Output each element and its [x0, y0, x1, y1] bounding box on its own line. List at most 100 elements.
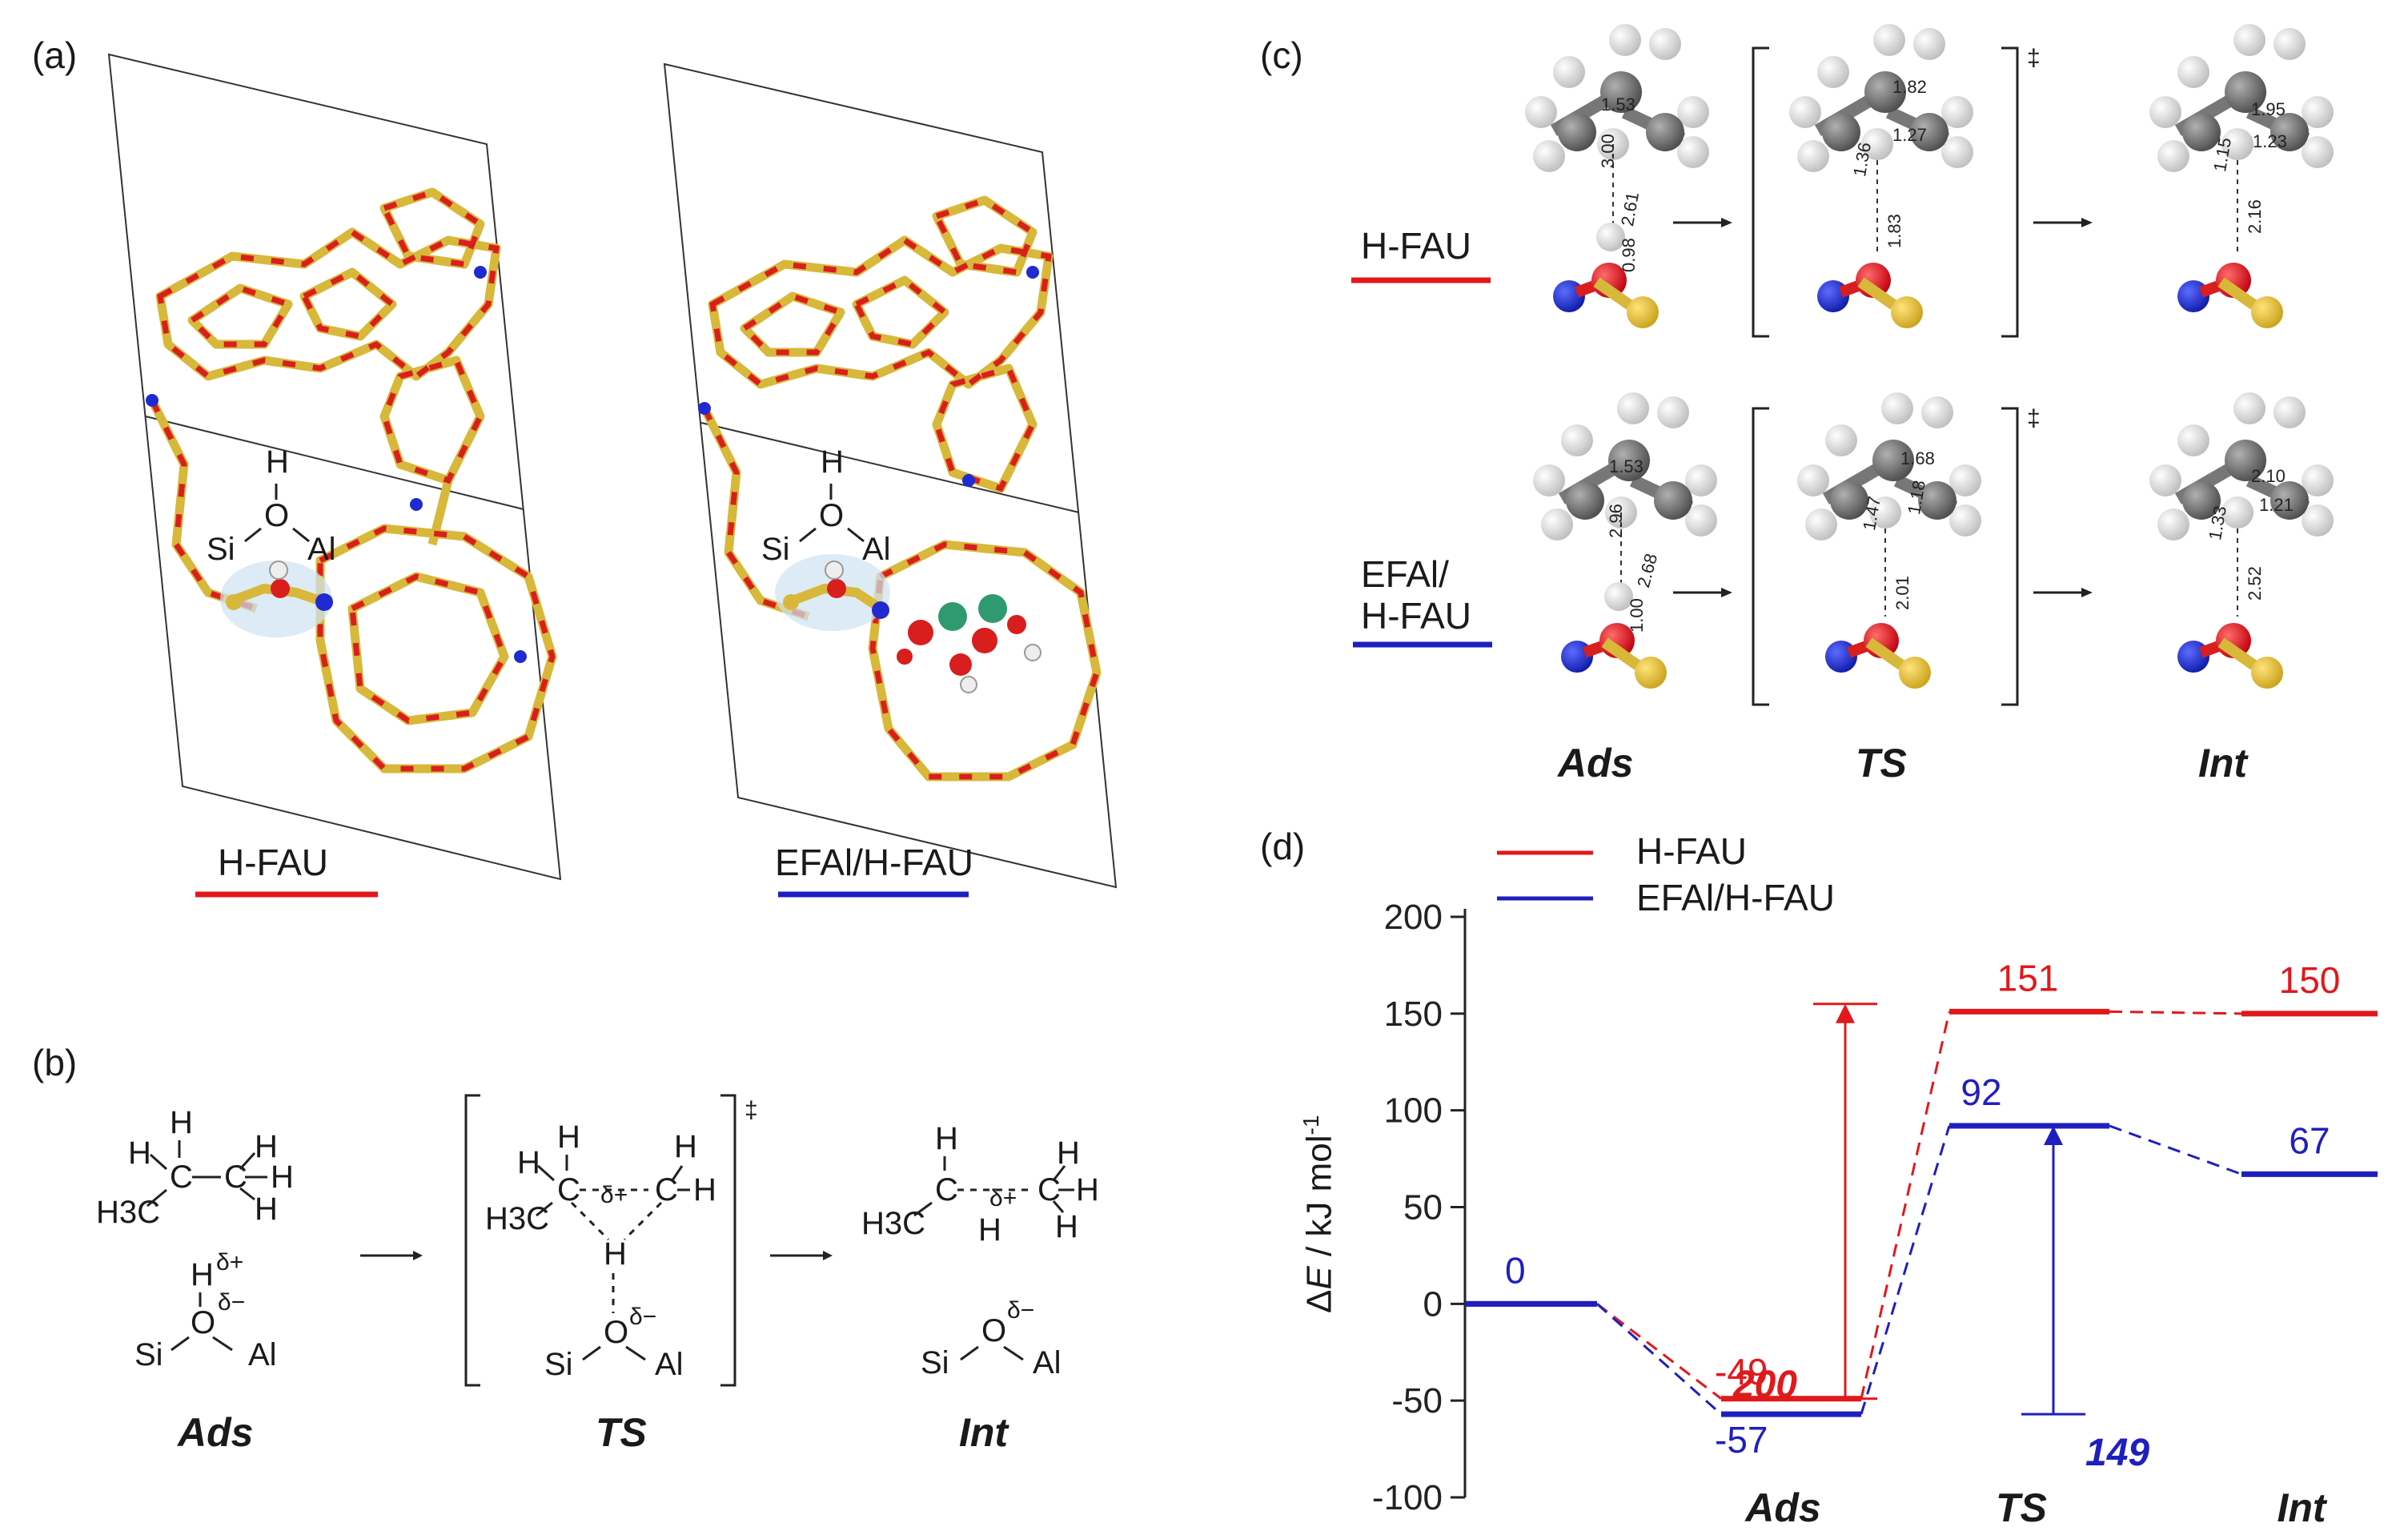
b-int-c1: C [935, 1172, 958, 1208]
y-tick-label: -100 [1372, 1478, 1443, 1517]
b-ads-delta-minus: δ− [218, 1289, 246, 1316]
y-axis-title-rest: / kJ mol [1299, 1135, 1339, 1267]
site-label-al-right: Al [862, 532, 891, 567]
site-si-left [226, 594, 242, 610]
acid-site-highlight-left [220, 561, 332, 637]
b-ads-h-lr: H [255, 1191, 278, 1227]
b-ts-al: Al [655, 1347, 684, 1382]
b-ads-si: Si [134, 1337, 163, 1372]
c-r2-int-bond-3: 1.21 [2259, 495, 2294, 515]
c-r2-ads-bond-1: 1.53 [1609, 456, 1643, 476]
b-ads-h-r: H [271, 1159, 294, 1195]
y-tick-label: 50 [1403, 1188, 1443, 1228]
b-int-al: Al [1033, 1345, 1062, 1380]
c-r2-int-bond-1: 2.10 [2251, 466, 2286, 486]
site-label-si-left: Si [207, 532, 235, 567]
b-ts-delta-plus: δ+ [600, 1182, 628, 1208]
data-label: 150 [2279, 959, 2341, 1001]
c-r1-int-bond-4: 2.16 [2245, 199, 2265, 234]
c-r1-ts-bond-4: 1.83 [1884, 214, 1904, 248]
b-ts-h-r: H [693, 1172, 716, 1208]
connector-line [1596, 1303, 1722, 1416]
b-ts-o: O [604, 1315, 629, 1350]
c-r1-ts-bond-1: 1.82 [1892, 77, 1927, 97]
site-label-h-left: H [266, 444, 289, 480]
c-dagger-row2: ‡ [2027, 405, 2041, 432]
b-ts-h-top: H [557, 1119, 580, 1155]
y-axis-title: ΔE / kJ mol-1 [1298, 1115, 1340, 1313]
b-ts-si: Si [544, 1347, 573, 1382]
b-ads-h-ur: H [255, 1129, 278, 1164]
c-row2-label-1: EFAl/ [1361, 553, 1449, 595]
panel-c-label: (c) [1260, 34, 1303, 76]
b-int-h3c: H3C [861, 1206, 926, 1241]
c-row1-label: H-FAU [1361, 225, 1471, 267]
b-int-si: Si [921, 1345, 949, 1380]
b-ts-h-ur: H [674, 1129, 697, 1164]
data-label: 0 [1505, 1249, 1526, 1291]
site-label-o-right: O [819, 498, 845, 533]
c-step-ads: Ads [1558, 741, 1634, 786]
site-al-left [315, 593, 333, 611]
site-label-al-left: Al [307, 532, 336, 567]
legend-label-h-fau: H-FAU [1636, 830, 1747, 872]
c-step-int: Int [2198, 741, 2248, 786]
b-ads-h-plus: H [191, 1257, 214, 1292]
data-label: -49 [1715, 1351, 1768, 1392]
b-ts-h-left: H [517, 1145, 540, 1180]
caption-efal-h-fau-a: EFAl/H-FAU [775, 842, 973, 883]
c-r1-int-bond-1: 1.95 [2251, 99, 2286, 119]
b-int-c2: C [1037, 1172, 1061, 1208]
c-r2-ts-bond-1: 1.68 [1900, 448, 1935, 468]
b-int-h-r: H [1076, 1172, 1099, 1208]
b-int-h-top: H [935, 1121, 958, 1156]
y-tick-label: 0 [1423, 1284, 1443, 1324]
b-ts-c1: C [557, 1172, 580, 1208]
panel-a-structures [107, 53, 1118, 898]
c-r1-ads-bond-2: 3.00 [1598, 134, 1618, 168]
unit-cell-right [663, 62, 1118, 889]
site-h-right [825, 561, 844, 580]
y-axis-title-delta: Δ [1299, 1289, 1339, 1313]
connector-line [2109, 1124, 2242, 1175]
b-ads-h-top: H [170, 1105, 193, 1140]
y-tick-label: -50 [1391, 1381, 1443, 1420]
panel-d-label: (d) [1260, 826, 1306, 867]
b-step-ads: Ads [178, 1410, 254, 1455]
site-si-right [783, 594, 799, 610]
c-r1-ts-bond-3: 1.27 [1892, 125, 1927, 145]
c-r2-int-bond-4: 2.52 [2245, 566, 2265, 601]
barrier-arrowhead [2044, 1126, 2063, 1145]
site-label-si-right: Si [761, 532, 790, 567]
panel-b-bonds [146, 1094, 1074, 1387]
b-int-o: O [981, 1313, 1007, 1348]
framework-right-oxygen [701, 197, 1100, 780]
legend-lines [1497, 850, 1593, 901]
panel-b-label: (b) [32, 1042, 78, 1083]
b-ads-h-left: H [128, 1135, 151, 1171]
c-r1-ads-bond-1: 1.53 [1601, 94, 1635, 115]
framework-left-oxygen [149, 189, 556, 772]
site-h-left [269, 561, 288, 580]
c-r2-ts-bond-4: 2.01 [1892, 576, 1912, 610]
b-int-h-mid: H [978, 1212, 1001, 1248]
site-label-o-left: O [264, 498, 290, 533]
panel-a-label: (a) [32, 34, 78, 76]
b-int-delta-minus: δ− [1007, 1297, 1035, 1324]
al-atoms-left [146, 266, 527, 663]
c-row2-label-2: H-FAU [1361, 595, 1471, 637]
site-o-right [827, 579, 846, 598]
site-bonds-a [244, 484, 865, 543]
c-dagger-row1: ‡ [2027, 45, 2041, 71]
connector-line [2109, 1010, 2242, 1015]
panel-c-molecules [1351, 24, 2334, 706]
site-al-right [872, 601, 889, 619]
b-step-ts: TS [596, 1410, 647, 1455]
y-axis-title-e: E [1299, 1266, 1339, 1290]
c-r1-int-bond-3: 1.23 [2253, 131, 2287, 151]
y-tick-label: 100 [1384, 1091, 1443, 1131]
barrier-label: 149 [2085, 1432, 2149, 1474]
y-tick-label: 150 [1384, 995, 1443, 1034]
b-ts-h3c: H3C [485, 1201, 550, 1236]
